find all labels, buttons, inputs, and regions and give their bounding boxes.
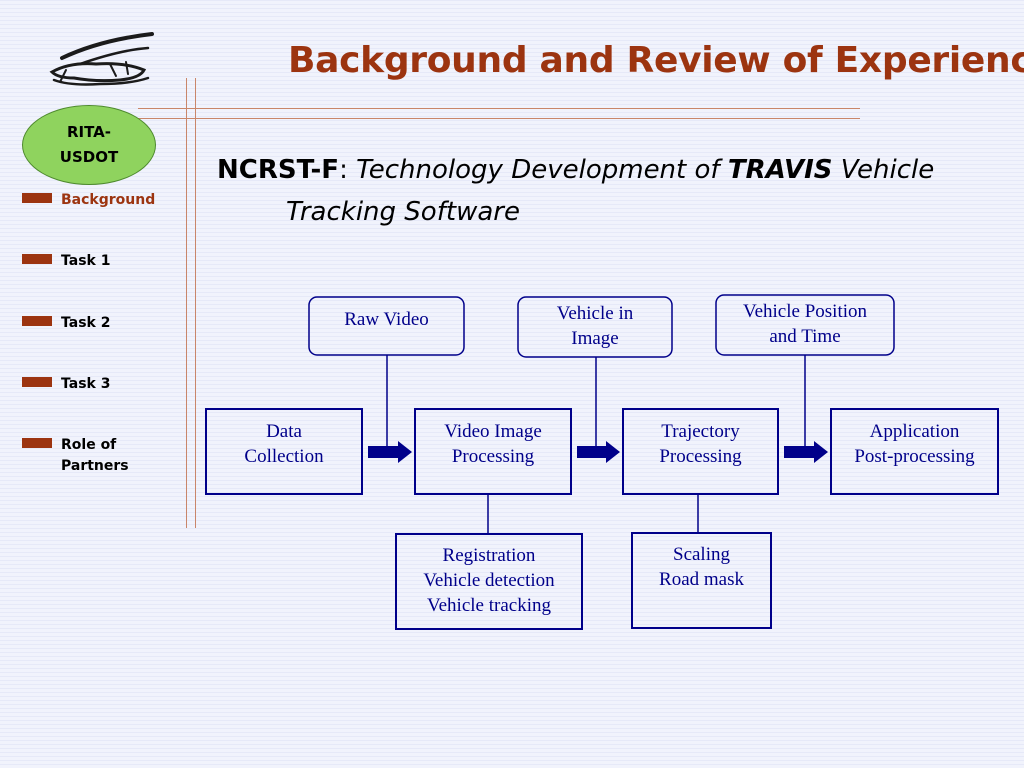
helicopter-logo-icon [49,32,154,86]
subtitle-line-2: Tracking Software [217,191,934,233]
subtitle-italic-3: Tracking Software [286,197,520,227]
flow-arrow [784,441,828,463]
nav-marker [22,377,52,387]
sidebar-item-task-1[interactable]: Task 1 [22,251,110,272]
sidebar-item-background[interactable]: Background [22,190,155,211]
nav-marker [22,316,52,326]
subtitle-prefix: NCRST-F [217,155,340,185]
stage-text: Application [870,421,960,442]
sidebar-item-role-of-partners[interactable]: Role of Partners [22,435,151,477]
stage-text: Processing [659,446,742,467]
input-text: Vehicle Position [743,301,868,322]
rita-usdot-badge: RITA- USDOT [22,105,156,185]
flow-arrow [368,441,412,463]
stage-box [622,408,779,495]
stage-text: Trajectory [661,421,740,442]
detail-box [395,533,583,630]
subtitle-italic-2: Vehicle [832,155,935,185]
stage-box [414,408,572,495]
header-rule-bottom [138,118,860,119]
sidebar-item-task-2[interactable]: Task 2 [22,313,110,334]
subtitle-italic-1: Technology Development of [347,155,728,185]
detail-box [631,532,772,629]
detail-text: Registration [443,545,536,566]
input-text: Raw Video [344,309,429,330]
stage-text: Data [266,421,302,442]
stage-box [205,408,363,495]
sidebar-item-task-3[interactable]: Task 3 [22,374,110,395]
stage-text: Processing [452,446,535,467]
sidebar-item-label: Task 1 [61,253,111,269]
slide-subtitle: NCRST-F: Technology Development of TRAVI… [217,149,934,233]
input-text: Image [571,328,618,349]
header-rule-top [138,108,860,109]
page-title: Background and Review of Experience [288,40,1024,81]
badge-line-2: USDOT [59,148,119,166]
sidebar-rule-right [195,78,196,528]
flow-arrow [577,441,620,463]
stage-text: Post-processing [854,446,975,467]
nav-marker [22,193,52,203]
subtitle-line-1: NCRST-F: Technology Development of TRAVI… [217,149,934,191]
nav-marker [22,254,52,264]
detail-text: Road mask [659,569,744,590]
input-box [517,296,673,358]
detail-text: Vehicle tracking [427,595,551,616]
nav-marker [22,438,52,448]
sidebar-rule-left [186,78,187,528]
sidebar-item-label: Task 3 [61,376,111,392]
subtitle-colon: : [339,155,348,185]
sidebar-item-label: Role of Partners [61,437,129,474]
badge-line-1: RITA- [66,123,112,141]
detail-text: Vehicle detection [423,570,555,591]
input-text: and Time [769,326,840,347]
subtitle-emphasis: TRAVIS [727,155,833,185]
stage-text: Video Image [444,421,542,442]
stage-box [830,408,999,495]
detail-text: Scaling [673,544,730,565]
sidebar-item-label: Task 2 [61,315,111,331]
sidebar-item-label: Background [61,192,156,208]
stage-text: Collection [244,446,324,467]
input-text: Vehicle in [557,303,634,324]
